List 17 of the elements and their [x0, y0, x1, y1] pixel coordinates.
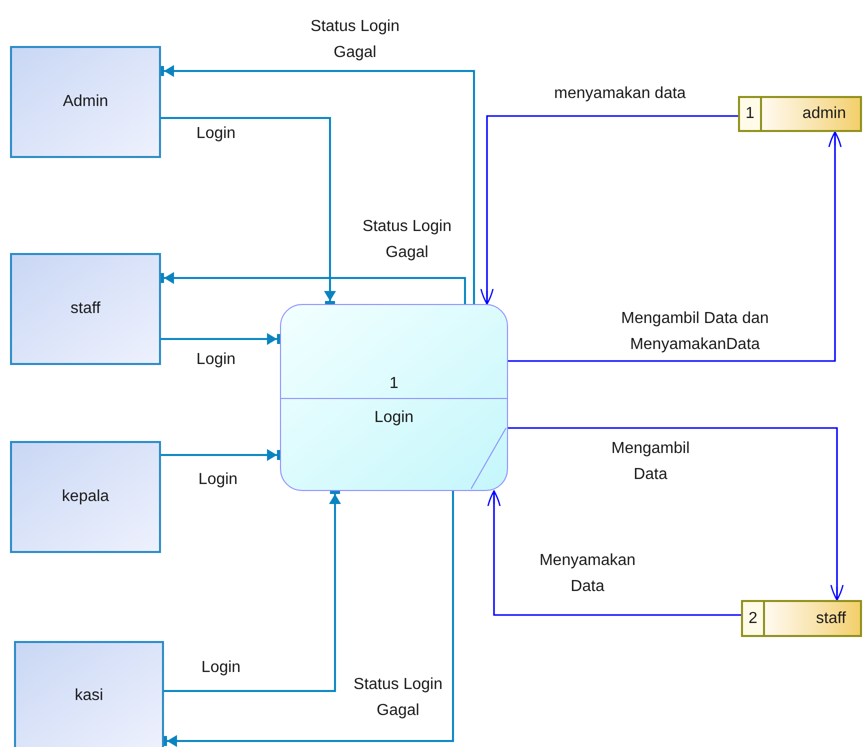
process-label: Login	[374, 408, 414, 428]
entity-box	[10, 253, 161, 365]
store-label: staff	[816, 608, 846, 628]
store-label: admin	[802, 104, 846, 124]
entity-box	[14, 641, 164, 747]
entity-box	[10, 441, 161, 553]
entity-label: staff	[70, 299, 100, 319]
store-number: 2	[748, 608, 758, 628]
entity-label: kepala	[62, 487, 110, 507]
entity-label: kasi	[74, 686, 104, 706]
entity-box	[10, 46, 161, 158]
process-box	[280, 304, 508, 491]
data-store	[741, 600, 862, 637]
store-number: 1	[746, 104, 754, 124]
data-store	[738, 96, 862, 132]
entity-label: Admin	[62, 92, 108, 112]
process-number: 1	[390, 374, 398, 394]
